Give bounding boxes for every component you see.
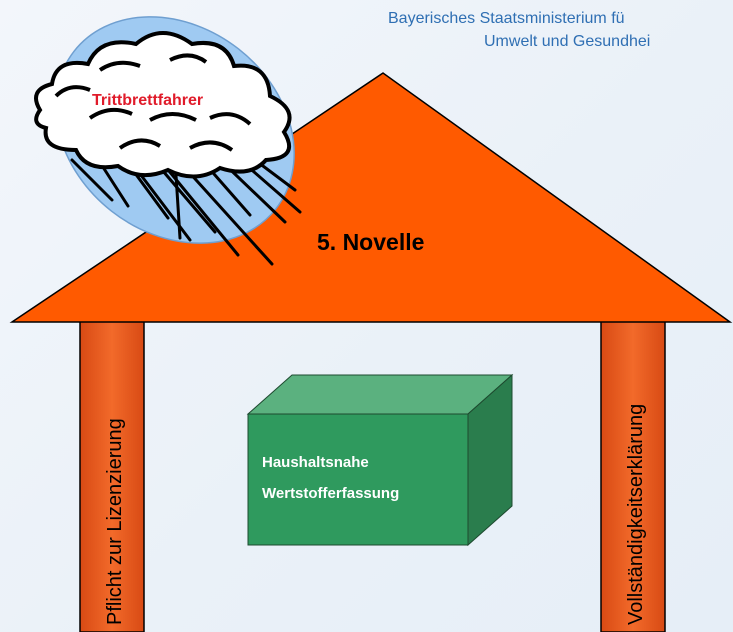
cloud-label: Trittbrettfahrer [92, 92, 203, 109]
3d-box: Haushaltsnahe Wertstofferfassung [246, 373, 514, 547]
ministry-name-line-2: Umwelt und Gesundhei [484, 33, 651, 50]
left-pillar: Pflicht zur Lizenzierung [79, 292, 145, 632]
left-pillar-label: Pflicht zur Lizenzierung [104, 418, 126, 625]
box-label-line-2: Wertstofferfassung [262, 485, 399, 502]
storm-cloud: Trittbrettfahrer [34, 16, 302, 266]
roof-label: 5. Novelle [317, 229, 424, 255]
ministry-name-line-1: Bayerisches Staatsministerium fü [388, 10, 625, 27]
ministry-header: Bayerisches Staatsministerium fü Umwelt … [0, 7, 733, 67]
right-pillar: Vollständigkeitserklärung [600, 292, 666, 632]
right-pillar-label: Vollständigkeitserklärung [625, 404, 647, 625]
box-label-line-1: Haushaltsnahe [262, 454, 369, 471]
cloud-icon [34, 31, 292, 179]
